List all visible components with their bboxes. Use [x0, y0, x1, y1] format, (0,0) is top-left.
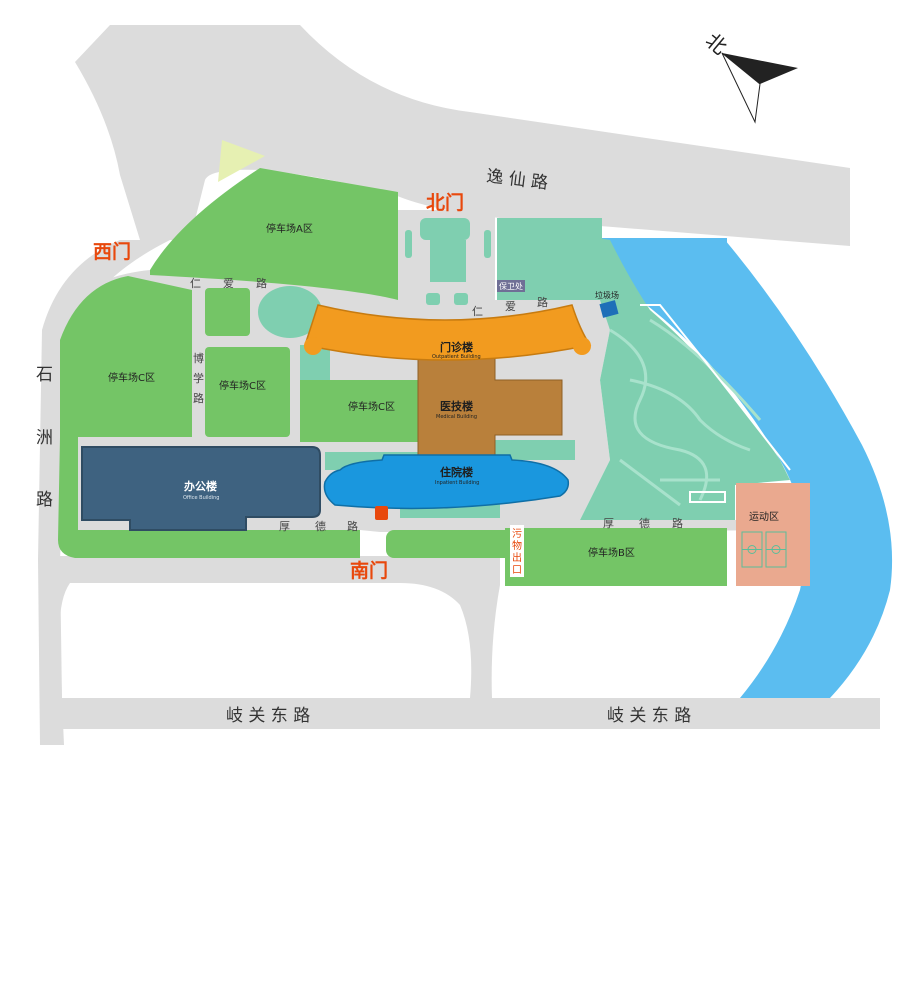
south-gate-label[interactable]: 南门 [350, 559, 388, 582]
inpatient-building-label: 住院楼 [440, 465, 473, 479]
parking-c-center-label: 停车场C区 [348, 400, 395, 413]
north-gate-left-lawn [420, 218, 470, 240]
inpatient-building-en: Inpatient Building [435, 480, 479, 486]
sewage-exit-char-3: 出 [512, 551, 522, 564]
houde-road-right-char-2: 德 [639, 516, 650, 530]
outpatient-right-end [573, 337, 591, 355]
guard-office[interactable] [497, 280, 525, 292]
north-gate-garden [430, 240, 466, 282]
garden-pond [689, 491, 726, 503]
renai-road-right-char-3: 路 [537, 296, 548, 309]
outpatient-building[interactable] [304, 304, 592, 361]
south-gate-marker[interactable] [375, 506, 388, 520]
garbage-station[interactable] [599, 300, 619, 318]
parking-c-mid-lawn[interactable] [205, 347, 290, 437]
houde-road-left-char-1: 厚 [279, 520, 290, 533]
boxue-road-strip [190, 280, 206, 450]
medical-building-en: Medical Building [436, 414, 477, 420]
north-gate-pad-left [426, 293, 440, 305]
round-garden [258, 286, 322, 338]
north-strip-garden [497, 218, 602, 248]
shizhou-road-char-1: 石 [36, 365, 53, 385]
north-gate-label[interactable]: 北门 [426, 191, 464, 214]
outpatient-building-en: Outpatient Building [432, 354, 481, 360]
renai-road-left-char-1: 仁 [190, 277, 201, 290]
parking-c-mid-label: 停车场C区 [219, 379, 266, 392]
sewage-exit-char-1: 污 [512, 528, 522, 540]
garden-fence [640, 304, 791, 471]
medical-building-label: 医技楼 [440, 399, 473, 413]
qiguan-road-label-left: 岐 关 东 路 [226, 706, 310, 726]
north-arrow-icon [721, 52, 798, 124]
parking-c-left-lawn[interactable] [60, 276, 192, 437]
inner-courtyard [300, 345, 575, 518]
houde-road-right-char-3: 路 [672, 517, 683, 530]
parking-a-label: 停车场A区 [266, 222, 313, 235]
office-building-label: 办公楼 [184, 479, 217, 493]
guard-office-label: 保卫处 [499, 281, 523, 291]
renai-road-left-char-2: 爱 [223, 277, 234, 290]
boxue-road-char-3: 路 [193, 392, 204, 405]
outpatient-left-end [304, 337, 322, 355]
houde-road-left-char-3: 路 [347, 520, 358, 533]
renai-road-left-char-3: 路 [256, 277, 267, 290]
office-building[interactable] [81, 446, 321, 531]
yixian-road[interactable] [75, 25, 850, 246]
office-building-en: Office Building [183, 495, 219, 501]
shizhou-road-char-3: 路 [36, 490, 53, 510]
garbage-station-label: 垃圾场 [595, 290, 619, 300]
basketball-courts [741, 531, 787, 568]
south-lawn-middle [386, 530, 514, 558]
sports-area[interactable] [736, 483, 810, 586]
west-gate-label[interactable]: 西门 [93, 240, 131, 263]
sports-area-label: 运动区 [749, 511, 779, 523]
parking-b-lawn[interactable] [505, 528, 727, 586]
river [610, 240, 893, 698]
small-lawn [205, 288, 250, 336]
north-gate-post-left [405, 230, 412, 258]
houde-road-right-char-1: 厚 [603, 517, 614, 530]
renai-road-right-char-2: 爱 [505, 300, 516, 313]
qiguan-east-road[interactable] [42, 698, 880, 729]
outpatient-building-label: 门诊楼 [440, 340, 473, 354]
south-loop-road[interactable] [40, 556, 500, 698]
garden-paths [609, 318, 762, 507]
parking-a-lawn[interactable] [150, 168, 398, 300]
parking-b-label: 停车场B区 [588, 546, 635, 559]
inpatient-building[interactable] [323, 454, 570, 510]
shizhou-road-char-2: 洲 [36, 428, 53, 448]
boxue-road-char-1: 博 [193, 352, 204, 365]
parking-c-left-label: 停车场C区 [108, 371, 155, 384]
renai-road-right-char-1: 仁 [472, 305, 483, 318]
north-gate-pad-right [454, 293, 468, 305]
sewage-exit-strip [510, 525, 524, 577]
parking-c-center-lawn[interactable] [300, 380, 418, 442]
sewage-exit-char-2: 物 [512, 539, 522, 552]
south-lawn-left [58, 437, 360, 558]
sewage-exit-char-4: 口 [512, 565, 522, 576]
houde-road-left-char-2: 德 [315, 519, 326, 533]
yellow-lawn [218, 140, 265, 182]
qiguan-road-label-right: 岐 关 东 路 [607, 706, 691, 726]
green-zones [58, 168, 790, 586]
boxue-road-char-2: 学 [193, 371, 204, 385]
north-gate-post-right [484, 230, 491, 258]
